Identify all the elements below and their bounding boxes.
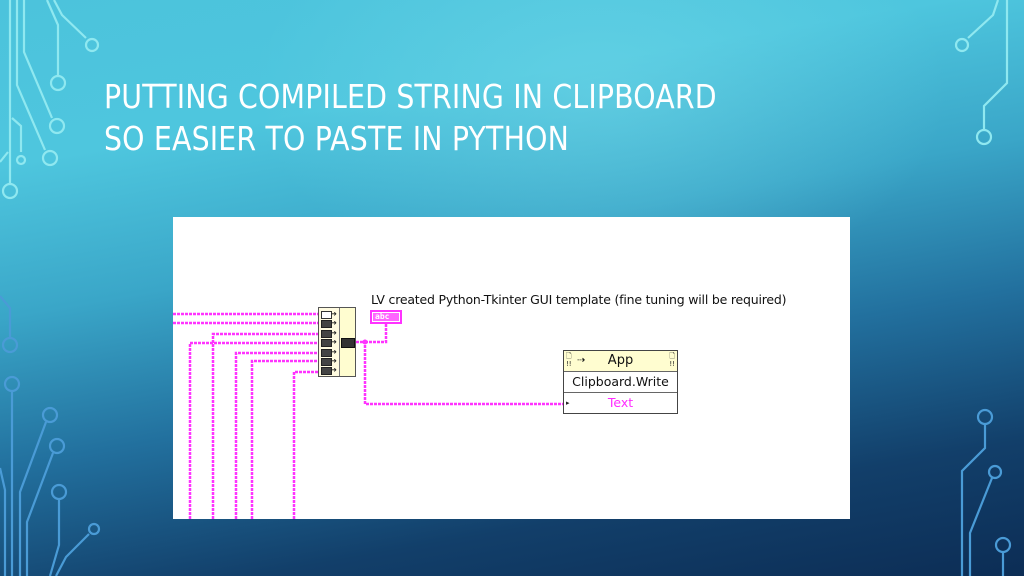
- wire-input-4: [188, 341, 319, 519]
- input-terminal[interactable]: [321, 349, 332, 357]
- title-line-2: SO EASIER TO PASTE IN PYTHON: [104, 119, 570, 158]
- input-terminal[interactable]: [321, 339, 332, 347]
- reference-out-icon: 🗋!!: [669, 352, 675, 368]
- wire-input-6: [250, 359, 319, 519]
- wire-input-3: [211, 332, 319, 519]
- reference-in-icon: 🗋!!: [566, 352, 572, 368]
- input-terminal[interactable]: [321, 358, 332, 366]
- arrow-icon: ➜: [331, 339, 337, 346]
- input-terminal[interactable]: [321, 367, 332, 375]
- arrow-icon: ➜: [331, 349, 337, 356]
- circuit-top-left: [0, 0, 100, 200]
- string-constant-label: LV created Python-Tkinter GUI template (…: [371, 292, 787, 307]
- string-constant-icon: abc: [373, 313, 399, 321]
- wire-layer: [173, 312, 564, 519]
- invoke-method[interactable]: Clipboard.Write: [564, 372, 677, 393]
- arrow-icon: ➜: [331, 320, 337, 327]
- concatenate-output-terminal[interactable]: [341, 338, 355, 348]
- invoke-parameter-label: Text: [607, 395, 634, 410]
- input-terminal[interactable]: [321, 330, 332, 338]
- input-terminal[interactable]: [321, 320, 332, 328]
- arrow-icon: ➜: [331, 311, 337, 318]
- wire-junction: [362, 339, 368, 345]
- wire-input-5: [234, 351, 319, 519]
- arrow-icon: ➜: [331, 367, 337, 374]
- concatenate-input-terminals: ➜ ➜ ➜ ➜ ➜ ➜ ➜: [319, 308, 340, 376]
- slide-title: PUTTING COMPILED STRING IN CLIPBOARD SO …: [104, 76, 758, 160]
- arrow-icon: ➜: [331, 330, 337, 337]
- circuit-top-right: [954, 0, 1009, 146]
- arrow-icon: ➜: [331, 358, 337, 365]
- invoke-node[interactable]: 🗋!! ⇢ App 🗋!! Clipboard.Write ▸ Text: [563, 350, 678, 414]
- reference-arrow-icon: ⇢: [577, 355, 586, 366]
- concatenate-strings-node[interactable]: ➜ ➜ ➜ ➜ ➜ ➜ ➜: [318, 307, 356, 377]
- wire-string-constant: [365, 324, 388, 344]
- invoke-parameter[interactable]: ▸ Text: [564, 393, 677, 413]
- labview-block-diagram: LV created Python-Tkinter GUI template (…: [173, 217, 850, 519]
- circuit-bottom-left: [0, 295, 101, 576]
- input-marker-icon: ▸: [566, 399, 570, 407]
- wire-input-7: [292, 370, 319, 519]
- title-line-1: PUTTING COMPILED STRING IN CLIPBOARD: [104, 77, 717, 116]
- invoke-class: App: [607, 353, 634, 368]
- invoke-node-header: 🗋!! ⇢ App 🗋!!: [564, 351, 677, 372]
- wire-concat-output: [356, 340, 564, 406]
- circuit-bottom-right: [960, 408, 1012, 576]
- input-terminal[interactable]: [321, 311, 332, 319]
- string-constant[interactable]: abc: [370, 310, 402, 324]
